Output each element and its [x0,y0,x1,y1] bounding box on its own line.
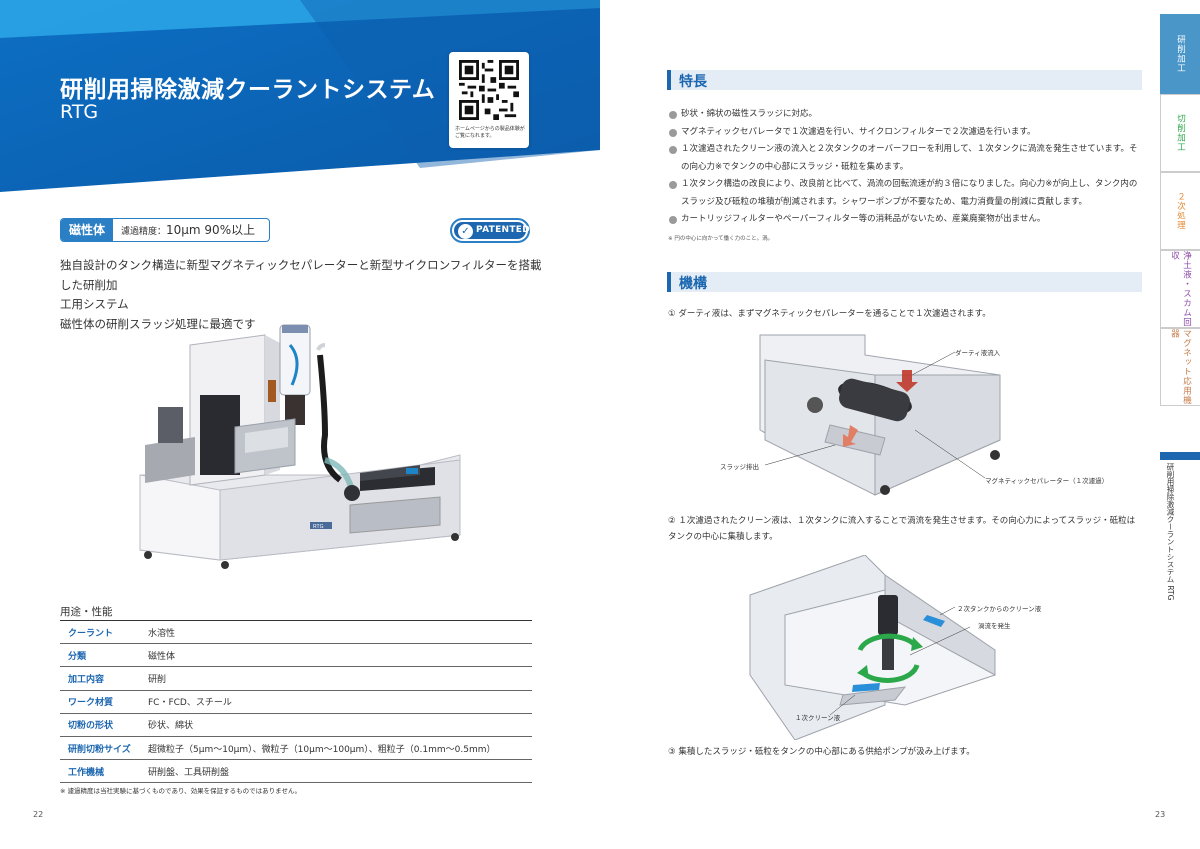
tab-grinding[interactable]: 研削加工 [1160,14,1200,94]
label-dirty-inflow: ダーティ液流入 [955,349,1001,357]
filtration-value: 10μm 90%以上 [166,223,256,237]
tab-secondary[interactable]: ２次処理 [1160,172,1200,250]
table-row: 工作機械研削盤、工具研削盤 [60,759,532,784]
mechanism-heading: 機構 [667,272,1142,292]
label-primary-clean: １次クリーン液 [795,714,841,722]
intro-line: 磁性体の研削スラッジ処理に最適です [60,316,256,331]
features-title: 特長 [679,74,707,90]
spec-value: 水溶性 [148,619,532,645]
spec-key: 研削切粉サイズ [60,736,148,761]
mechanism-title: 機構 [679,276,707,292]
spec-key: クーラント [60,619,148,645]
spec-value: 超微粒子（5μm〜10μm）、微粒子（10μm〜100μm）、粗粒子（0.1mm… [148,736,532,761]
features-heading: 特長 [667,70,1142,90]
intro-line: 独自設計のタンク構造に新型マグネティックセパレーターと新型サイクロンフィルターを… [60,258,542,292]
list-item: カートリッジフィルターやペーパーフィルター等の消耗品がないため、産業廃棄物が出ま… [668,211,1143,229]
feature-footnote: ※ 円の中心に向かって働く力のこと。渦。 [668,236,774,242]
tab-cutting[interactable]: 切削加工 [1160,94,1200,172]
spec-footnote: ※ 濾過精度は当社実験に基づくものであり、効果を保証するものではありません。 [60,787,301,795]
current-section-marker [1160,452,1200,460]
spec-value: FC・FCD、スチール [148,690,532,714]
spec-value: 研削盤、工具研削盤 [148,759,532,784]
qr-caption: ホームページからの製品体験が ご覧になれます。 [455,126,525,139]
spec-value: 磁性体 [148,643,532,668]
mechanism-step-3: ③ 集積したスラッジ・砥粒をタンクの中心部にある供給ポンプが汲み上げます。 [668,747,975,757]
vortex-tank-diagram [749,555,996,740]
current-section-label: 研削用掃除激減クーラントシステム RTG [1166,463,1175,601]
page-number-right: 23 [1155,810,1166,819]
list-item: 砂状・綿状の磁性スラッジに対応。 [668,106,1143,124]
product-intro: 独自設計のタンク構造に新型マグネティックセパレーターと新型サイクロンフィルターを… [60,256,550,334]
check-icon: ✓ [458,224,473,239]
product-title: 研削用掃除激減クーラントシステム [60,77,436,103]
mechanism-step-2: ② １次濾過されたクリーン液は、１次タンクに流入することで渦流を発生させます。そ… [668,516,1136,542]
separator-diagram [759,334,1001,496]
spec-title: 用途・性能 [60,606,113,618]
tab-scum-recovery[interactable]: 浄土液・スカム回収 [1160,250,1200,328]
list-item: １次濾過されたクリーン液の流入と２次タンクのオーバーフローを利用して、１次タンク… [668,141,1143,176]
heading-bar [667,272,671,292]
spec-key: 切粉の形状 [60,713,148,737]
table-row: クーラント水溶性 [60,619,532,645]
list-item: マグネティックセパレータで１次濾過を行い、サイクロンフィルターで２次濾過を行いま… [668,124,1143,142]
qr-code-card[interactable]: ホームページからの製品体験が ご覧になれます。 [449,52,529,148]
table-row: 切粉の形状砂状、綿状 [60,713,532,737]
label-sludge-out: スラッジ排出 [720,463,759,471]
patented-badge-fill: ✓ PATENTED [454,222,530,239]
heading-bar [667,70,671,90]
table-row: 研削切粉サイズ超微粒子（5μm〜10μm）、微粒子（10μm〜100μm）、粗粒… [60,736,532,761]
filtration-tag: 磁性体 濾過精度：10μm 90%以上 [60,218,270,242]
table-row: 加工内容研削 [60,666,532,691]
spec-key: 加工内容 [60,666,148,691]
mechanism-step-1: ① ダーティ液は、まずマグネティックセパレーターを通ることで１次濾過されます。 [668,309,991,319]
patented-text: PATENTED [476,225,531,235]
machine-illustration: RTG [139,324,461,569]
label-vortex: 渦流を発生 [978,622,1011,630]
spec-value: 砂状、綿状 [148,713,532,737]
label-clean-from-tank2: ２次タンクからのクリーン液 [957,605,1042,613]
table-row: 分類磁性体 [60,643,532,668]
filtration-prefix: 濾過精度： [121,227,167,237]
page-number-left: 22 [33,810,44,819]
spec-key: 工作機械 [60,759,148,784]
label-magnetic-separator: マグネティックセパレーター（１次濾過） [985,477,1109,485]
qr-code-icon [459,60,519,120]
filtration-accuracy: 濾過精度：10μm 90%以上 [121,219,255,241]
intro-line: 工用システム [60,297,129,311]
machine-brand-label: RTG [313,524,324,530]
list-item: １次タンク構造の改良により、改良前と比べて、渦流の回転流速が約３倍になりました。… [668,176,1143,211]
material-label: 磁性体 [61,219,113,241]
patented-badge: ✓ PATENTED [450,218,530,243]
spec-key: 分類 [60,643,148,668]
product-model: RTG [60,101,99,123]
spec-key: ワーク材質 [60,690,148,714]
feature-list: 砂状・綿状の磁性スラッジに対応。 マグネティックセパレータで１次濾過を行い、サイ… [668,106,1143,229]
tab-magnet[interactable]: マグネット応用機器 [1160,328,1200,406]
spec-value: 研削 [148,666,532,691]
